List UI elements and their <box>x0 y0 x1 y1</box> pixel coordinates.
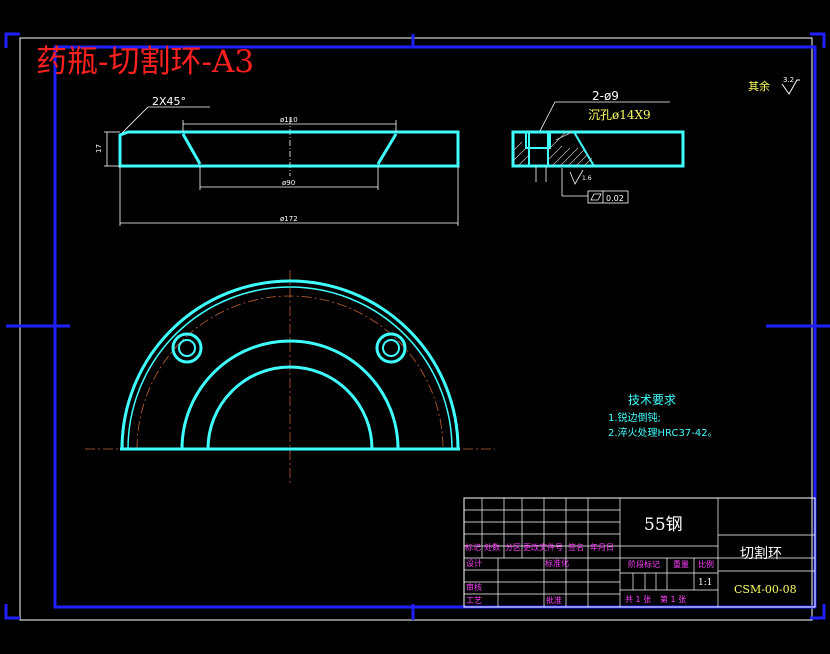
label-date: 年月日 <box>590 542 614 552</box>
drawing-frame <box>4 32 830 621</box>
label-review: 审核 <box>466 582 482 592</box>
dia-90-dimension: ø90 <box>282 179 295 187</box>
part-name-cell: 切割环 <box>740 545 782 562</box>
title-block: 55钢 切割环 CSM-00-08 1:1 标记 处数 分区 更改文件号 签名 … <box>463 497 816 608</box>
label-design: 设计 <box>466 558 482 568</box>
label-weight: 重量 <box>673 559 689 569</box>
corner-markers <box>4 32 830 620</box>
chamfer-note: 2X45° <box>152 95 186 108</box>
technical-requirements: 技术要求 1.锐边倒钝; 2.淬火处理HRC37-42。 <box>608 393 718 439</box>
flatness-tolerance-frame: 0.02 <box>587 190 629 204</box>
surface-note-value: 3.2 <box>783 76 794 84</box>
label-process: 工艺 <box>466 596 482 605</box>
dia-110-dimension: ø110 <box>280 116 298 124</box>
label-ratio: 比例 <box>698 559 714 569</box>
flatness-icon <box>590 193 602 201</box>
section-roughness: 1.6 <box>582 175 592 182</box>
surface-roughness-note: 其余 3.2 <box>748 76 800 95</box>
counterbore-hole-left <box>171 332 203 364</box>
thickness-dimension: 17 <box>95 144 103 153</box>
plan-view <box>85 270 495 484</box>
label-mark: 标记 <box>465 542 481 552</box>
label-count: 处数 <box>484 542 500 552</box>
label-zone: 分区 <box>505 543 521 552</box>
front-view: 2X45° 17 ø110 ø90 ø172 <box>95 95 460 226</box>
label-stage-mark: 阶段标记 <box>628 559 660 569</box>
tech-req-item-2: 2.淬火处理HRC37-42。 <box>608 426 718 439</box>
roughness-symbol-icon <box>781 79 800 95</box>
counterbore-note: 沉孔ø14X9 <box>588 108 651 122</box>
label-sheet-number: 第 1 张 <box>660 594 686 604</box>
tech-req-title: 技术要求 <box>628 393 676 407</box>
section-view: 2-ø9 沉孔ø14X9 1.6 0.02 <box>511 89 685 204</box>
label-standardize: 标准化 <box>545 558 569 568</box>
scale-cell: 1:1 <box>698 578 712 588</box>
label-total-sheets: 共 1 张 <box>625 595 651 604</box>
tech-req-item-1: 1.锐边倒钝; <box>608 411 661 424</box>
drawing-number-cell: CSM-00-08 <box>734 583 797 596</box>
material-cell: 55钢 <box>644 515 683 535</box>
label-approve: 批准 <box>546 595 562 605</box>
dia-172-dimension: ø172 <box>280 215 298 223</box>
surface-note-label: 其余 <box>748 79 770 93</box>
hole-count-note: 2-ø9 <box>592 89 619 103</box>
label-signature: 签名 <box>568 542 584 552</box>
counterbore-hole-right <box>375 332 407 364</box>
flatness-value: 0.02 <box>606 194 624 203</box>
label-change-doc: 更改文件号 <box>523 542 563 552</box>
drawing-title: 药瓶-切割环-A3 <box>36 44 254 80</box>
